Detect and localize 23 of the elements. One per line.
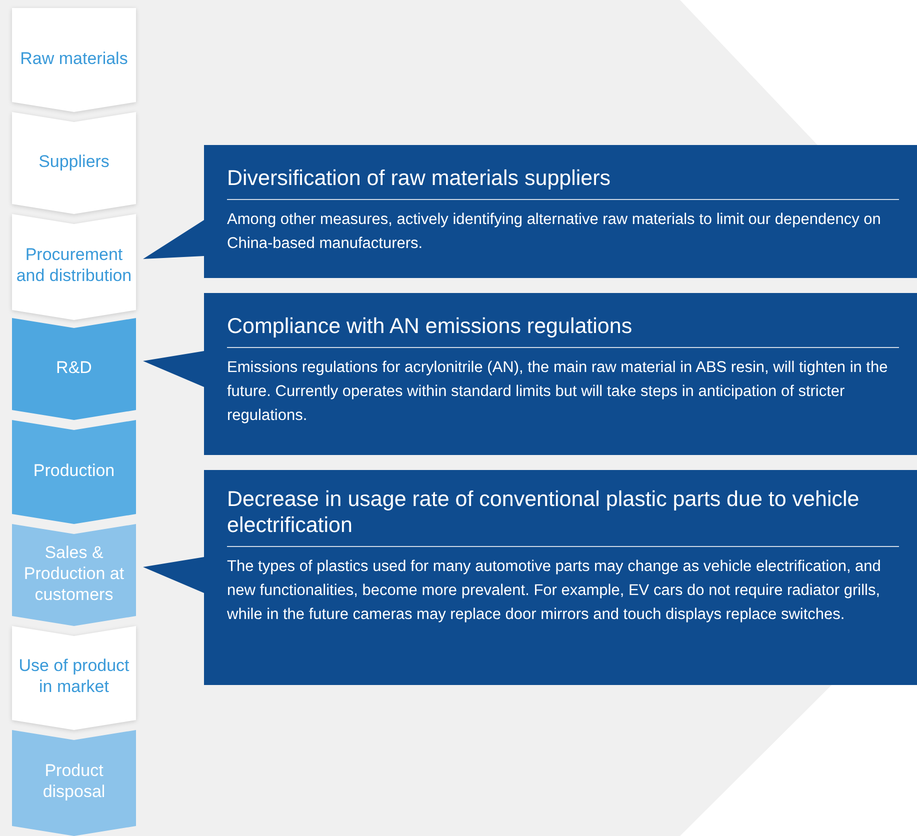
info-card	[204, 145, 917, 278]
card-heading: Compliance with AN emissions regulations	[227, 313, 632, 339]
info-card	[204, 293, 917, 455]
step-label: Production	[32, 460, 116, 480]
step-label: R&D	[55, 356, 93, 378]
card-heading: Diversification of raw materials suppliers	[227, 165, 611, 191]
card-text: Emissions regulations for acrylonitrile (AN), the main raw material in ABS resin, will tighten in the future. Currently operates within standard limits but will take steps in anticipation of stricter regulations.	[227, 358, 889, 426]
chevron-step	[12, 214, 136, 320]
callout-pointer	[143, 351, 204, 387]
step-label: Suppliers	[38, 150, 110, 172]
step-label: Procurement and distribution	[15, 244, 133, 286]
chevron-step	[12, 8, 136, 112]
step-label: Sales & Production at customers	[22, 542, 126, 604]
step-label: Raw materials	[19, 48, 129, 68]
callout-pointer	[143, 220, 204, 259]
step-label: Product disposal	[42, 760, 106, 802]
card-text: Among other measures, actively identifying alternative raw materials to limit our dependency on China-based manufacturers.	[227, 210, 882, 254]
card-heading: Decrease in usage rate of conventional plastic parts due to vehicle electrification	[227, 486, 860, 538]
info-card	[204, 470, 917, 685]
step-label: Use of product in market	[18, 655, 130, 697]
callout-pointer	[143, 557, 204, 593]
card-text: The types of plastics used for many automotive parts may change as vehicle electrification, and new functionalities, become more prevalent. For example, EV cars do not require radiator grills, while in the future cameras may replace door mirrors and touch displays replace switches.	[227, 557, 882, 625]
chevron-step	[12, 730, 136, 836]
